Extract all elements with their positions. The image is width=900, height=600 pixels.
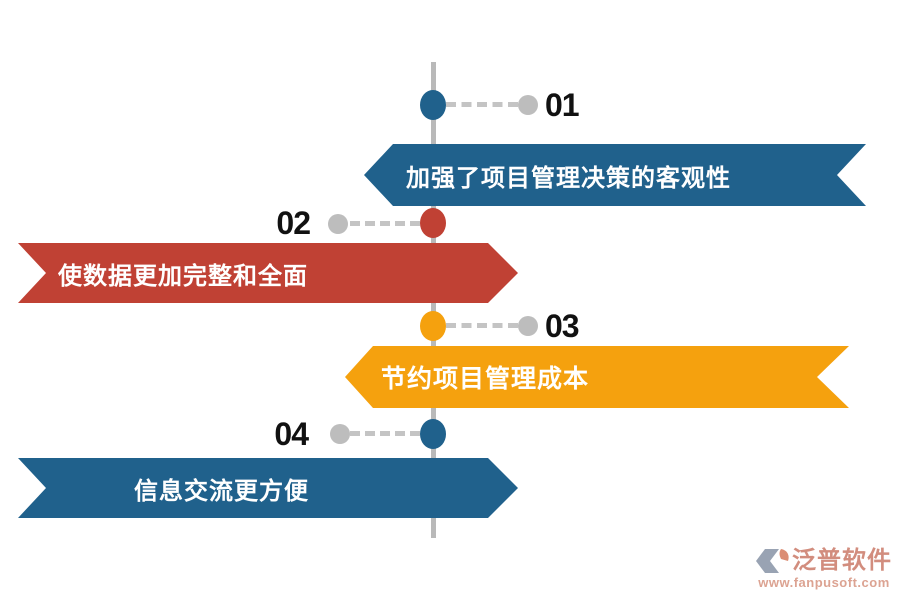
- banner-1: 加强了项目管理决策的客观性: [364, 144, 866, 206]
- banner-2-label: 使数据更加完整和全面: [58, 262, 308, 290]
- dashed-connector-2: [350, 221, 420, 226]
- step-number-2: 02: [276, 205, 311, 241]
- connector-end-dot-3: [518, 316, 538, 336]
- banner-4-label: 信息交流更方便: [134, 477, 309, 505]
- timeline-node-3: [420, 311, 446, 341]
- fanpu-logo-icon: [756, 549, 789, 573]
- connector-end-dot-2: [328, 214, 348, 234]
- step-number-1: 01: [545, 87, 580, 123]
- dashed-connector-4: [350, 431, 420, 436]
- banner-1-label: 加强了项目管理决策的客观性: [406, 164, 731, 192]
- step-number-4: 04: [274, 416, 309, 452]
- dashed-connector-3: [446, 323, 518, 328]
- banner-3: 节约项目管理成本: [345, 346, 849, 408]
- brand-name: 泛普软件: [792, 547, 892, 574]
- brand-watermark: 泛普软件 www.fanpusoft.com: [754, 548, 894, 590]
- timeline-node-2: [420, 208, 446, 238]
- connector-end-dot-4: [330, 424, 350, 444]
- connector-end-dot-1: [518, 95, 538, 115]
- banner-3-label: 节约项目管理成本: [381, 365, 590, 393]
- banner-4: 信息交流更方便: [18, 458, 518, 518]
- dashed-connector-1: [446, 102, 518, 107]
- timeline-node-1: [420, 90, 446, 120]
- banner-2: 使数据更加完整和全面: [18, 243, 518, 303]
- timeline-node-4: [420, 419, 446, 449]
- brand-url: www.fanpusoft.com: [758, 575, 890, 590]
- step-number-3: 03: [545, 308, 580, 344]
